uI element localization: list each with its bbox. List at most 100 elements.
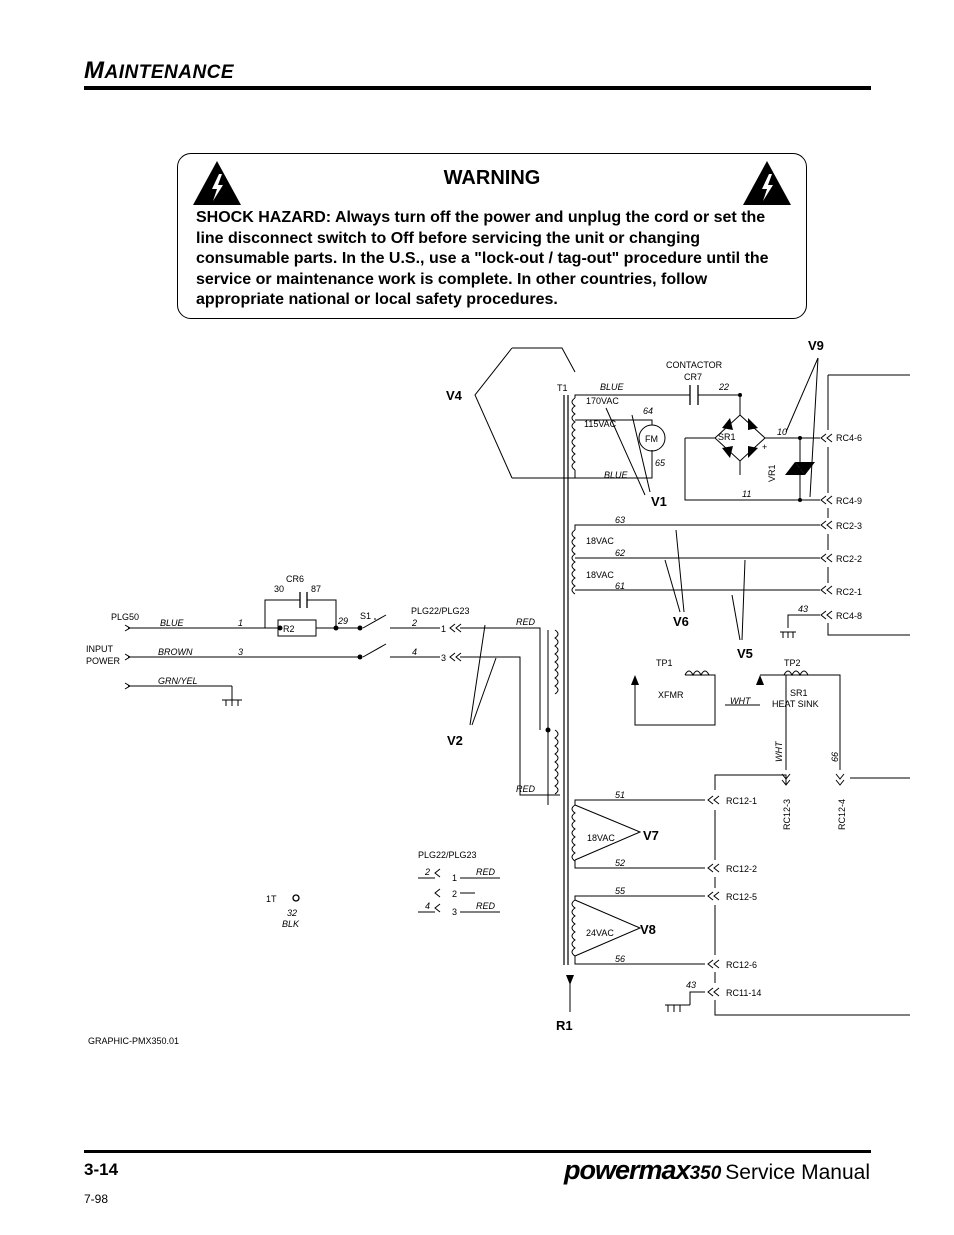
s1-label: S1 [360,611,371,621]
rc4-8-label: RC4-8 [836,611,862,621]
wire-blue-1: BLUE [600,382,625,392]
wire-pp-4: 4 [425,901,430,911]
wire-55: 55 [615,886,626,896]
fm-label: FM [645,434,658,444]
rc4-6-label: RC4-6 [836,433,862,443]
header-title-cap: M [84,57,105,84]
tp2-label: TP2 [784,658,801,668]
rc12-3-label: RC12-3 [782,799,792,830]
wire-56: 56 [615,954,625,964]
wire-29: 29 [337,616,348,626]
warning-box: WARNING SHOCK HAZARD: Always turn off th… [177,153,807,319]
wire-22: 22 [718,382,729,392]
wire-blk: BLK [282,919,300,929]
wire-red-1: RED [516,617,536,627]
rc12-1-label: RC12-1 [726,796,757,806]
wire-2: 2 [411,618,417,628]
pin-pp-1: 1 [452,873,457,883]
rc2-1-label: RC2-1 [836,587,862,597]
wire-wht-1: WHT [730,696,752,706]
input-power-label-1: INPUT [86,644,114,654]
sr1-label: SR1 [718,432,736,442]
rc12-5-label: RC12-5 [726,892,757,902]
wire-66: 66 [830,752,840,762]
header-title-rest: AINTENANCE [104,62,235,83]
wire-32: 32 [287,908,297,918]
wire-red-2: RED [516,784,536,794]
rc12-4-label: RC12-4 [837,799,847,830]
wire-wht-2: WHT [774,740,784,762]
wire-64: 64 [643,406,653,416]
sr1-heatsink-label-1: SR1 [790,688,808,698]
plg50-label: PLG50 [111,612,139,622]
cr6-label: CR6 [286,574,304,584]
cr7-label: CR7 [684,372,702,382]
sr1-heatsink-label-2: HEAT SINK [772,699,819,709]
pin-3: 3 [441,653,446,663]
18vac-label-a: 18VAC [586,536,614,546]
wire-11: 11 [742,489,751,499]
plg-pair-label: PLG22/PLG23 [411,606,470,616]
wire-pp-2: 2 [424,867,430,877]
page-header-title: MAINTENANCE [84,57,234,85]
footer-rule [84,1150,871,1153]
wire-blue-2: BLUE [604,470,629,480]
brand-name: powermax [564,1155,691,1185]
wire-brown-in: BROWN [158,647,193,657]
v9-label: V9 [808,338,824,353]
115vac-label: 115VAC [584,419,617,429]
header-rule [84,86,871,90]
vr1-label: VR1 [767,464,777,482]
warning-body: SHOCK HAZARD: Always turn off the power … [196,209,769,308]
wiring-schematic: V4 V1 V6 V5 V9 V2 V7 V8 R1 T1 CONTACTOR … [86,338,910,1033]
wire-61: 61 [615,581,625,591]
v2-label: V2 [447,733,463,748]
v1-label: V1 [651,494,667,509]
v8-label: V8 [640,922,656,937]
wire-30: 30 [274,584,284,594]
wire-red-4: RED [476,901,496,911]
v6-label: V6 [673,614,689,629]
page-number: 3-14 [84,1160,119,1179]
rc2-2-label: RC2-2 [836,554,862,564]
wire-65: 65 [655,458,666,468]
wire-62: 62 [615,548,625,558]
graphic-id: GRAPHIC-PMX350.01 [88,1036,180,1046]
brand-model: 350 [689,1163,722,1184]
r2-label: R2 [283,624,295,634]
wire-87: 87 [311,584,321,594]
18vac-label-c: 18VAC [587,833,615,843]
wire-52: 52 [615,858,625,868]
tp1-label: TP1 [656,658,673,668]
pin-1: 1 [441,624,446,634]
wire-10: 10 [777,427,787,437]
input-power-label-2: POWER [86,656,121,666]
1t-label: 1T [266,894,277,904]
wire-43-b: 43 [686,980,696,990]
r1-label: R1 [556,1018,573,1033]
shock-hazard-icon [743,161,791,205]
v4-label: V4 [446,388,463,403]
wire-43-a: 43 [798,604,808,614]
v5-label: V5 [737,646,753,661]
24vac-label: 24VAC [586,928,614,938]
pin-pp-2: 2 [452,889,457,899]
18vac-label-b: 18VAC [586,570,614,580]
wire-grn-yel: GRN/YEL [158,676,198,686]
contactor-label: CONTACTOR [666,360,723,370]
wire-1: 1 [238,618,243,628]
v7-label: V7 [643,828,659,843]
rc12-6-label: RC12-6 [726,960,757,970]
warning-title: WARNING [443,167,541,189]
rc2-3-label: RC2-3 [836,521,862,531]
wire-4: 4 [412,647,417,657]
plus-label: + [762,442,767,452]
xfmr-label: XFMR [658,690,684,700]
170vac-label: 170VAC [586,396,619,406]
wire-blue-in: BLUE [160,618,185,628]
wire-red-3: RED [476,867,496,877]
revision-date: 7-98 [84,1192,109,1206]
rc12-2-label: RC12-2 [726,864,757,874]
rc4-9-label: RC4-9 [836,496,862,506]
wire-63: 63 [615,515,625,525]
